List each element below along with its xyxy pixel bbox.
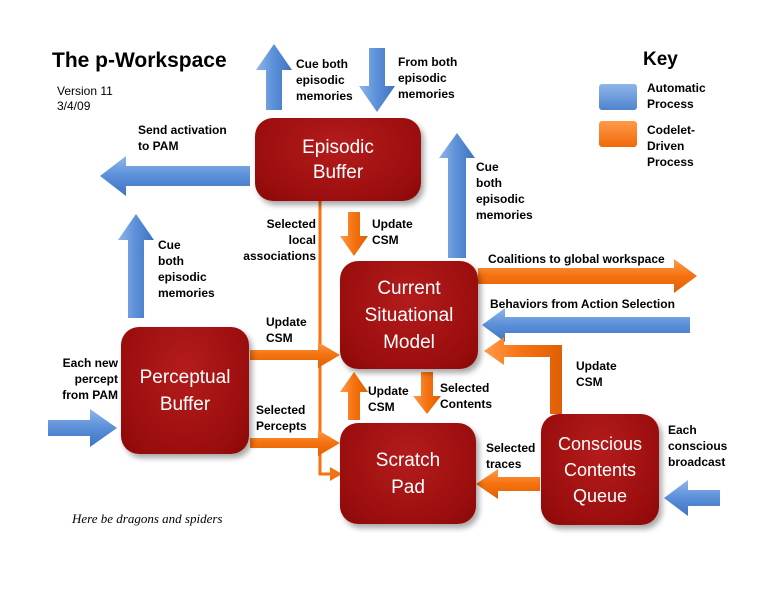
current-situational-model-box: Current Situational Model <box>340 261 478 369</box>
selected-contents-arrow <box>413 372 441 414</box>
perceptual-buffer-box: Perceptual Buffer <box>121 327 249 454</box>
episodic-buffer-box: Episodic Buffer <box>255 118 421 201</box>
conscious-contents-queue-box: Conscious Contents Queue <box>541 414 659 525</box>
cue-right-label: Cue both episodic memories <box>476 160 533 222</box>
automatic-swatch <box>599 84 637 110</box>
from-both-arrow <box>359 48 395 112</box>
codelet-swatch <box>599 121 637 147</box>
update-csm-episodic-label: Update CSM <box>372 217 413 247</box>
selected-percepts-arrow <box>250 430 340 456</box>
from-both-label: From both episodic memories <box>398 55 458 101</box>
selected-traces-label: Selected traces <box>486 441 536 471</box>
update-csm-queue-label: Update CSM <box>576 359 617 389</box>
cue-left-label: Cue both episodic memories <box>158 238 215 300</box>
coalitions-arrow <box>478 259 697 293</box>
update-csm-perceptual-arrow <box>250 342 340 368</box>
update-csm-perceptual-label: Update CSM <box>266 315 307 345</box>
send-activation-label: Send activation to PAM <box>138 123 227 153</box>
selected-local-arrowhead <box>330 467 342 481</box>
coalitions-label: Coalitions to global workspace <box>488 252 665 266</box>
cue-top-arrow <box>256 44 292 110</box>
codelet-key-label: Codelet- Driven Process <box>647 123 695 169</box>
update-csm-scratch-arrow <box>340 372 368 420</box>
cue-top-label: Cue both episodic memories <box>296 57 353 103</box>
page-title: The p-Workspace <box>52 49 227 72</box>
broadcast-input-arrow <box>664 480 720 516</box>
selected-contents-label: Selected Contents <box>440 381 492 411</box>
selected-percepts-label: Selected Percepts <box>256 403 307 433</box>
cue-left-arrow <box>118 214 154 318</box>
key-title: Key <box>643 49 678 70</box>
each-conscious-label: Each conscious broadcast <box>668 423 728 469</box>
behaviors-arrow <box>482 308 690 342</box>
selected-local-line <box>318 200 332 476</box>
update-csm-queue-arrow <box>484 337 562 414</box>
update-csm-scratch-label: Update CSM <box>368 384 409 414</box>
cue-right-arrow <box>439 133 475 258</box>
scratch-pad-box: Scratch Pad <box>340 423 476 524</box>
footnote: Here be dragons and spiders <box>72 511 223 526</box>
selected-local-label: Selected local associations <box>243 217 316 263</box>
selected-traces-arrow <box>476 469 540 499</box>
send-activation-arrow <box>100 156 250 196</box>
version-text: Version 11 3/4/09 <box>57 84 113 113</box>
percept-input-arrow <box>48 409 117 447</box>
behaviors-label: Behaviors from Action Selection <box>490 297 675 311</box>
each-new-percept-label: Each new percept from PAM <box>62 356 118 402</box>
automatic-key-label: Automatic Process <box>647 81 706 111</box>
update-csm-episodic-arrow <box>340 212 368 256</box>
